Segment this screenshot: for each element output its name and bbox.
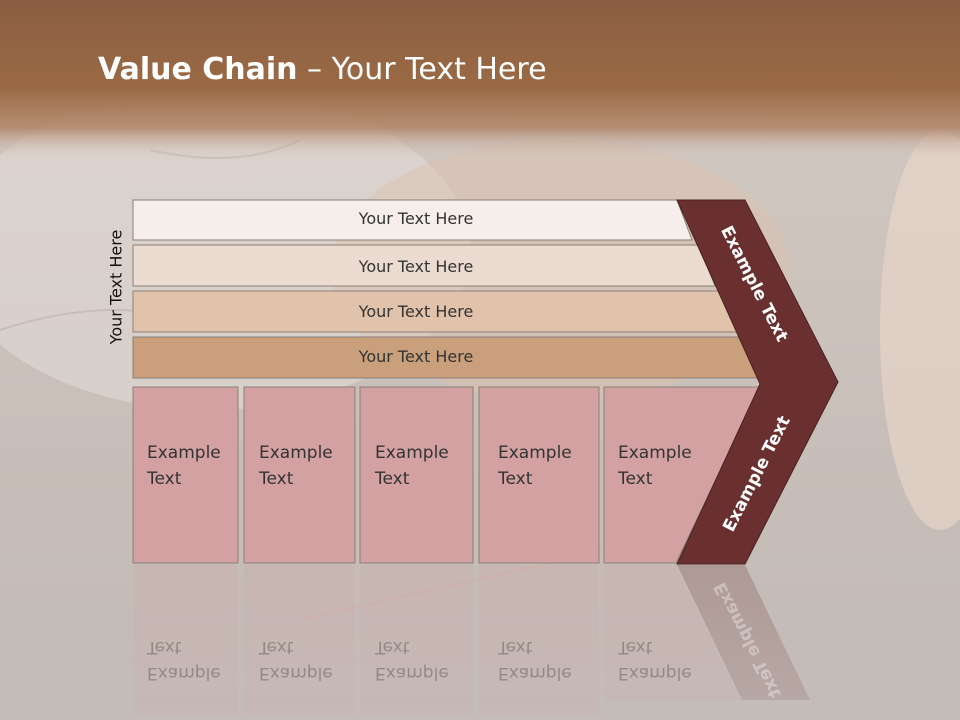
reflection-fade [0,565,960,720]
header-band [0,0,960,160]
bar-4-label: Your Text Here [358,347,474,366]
side-label: Your Text Here [106,229,126,345]
bar-2-label: Your Text Here [358,257,474,276]
chevron-shape [676,199,839,565]
box-1 [132,386,239,564]
bars-group [132,199,764,379]
bar-3-label: Your Text Here [358,302,474,321]
bar-1 [132,199,693,241]
box-2 [243,386,356,564]
bar-2 [132,244,716,287]
box-4 [478,386,600,564]
box-5 [603,386,761,564]
title-bold: Value Chain [98,52,298,87]
slide-title: Value Chain – Your Text Here [98,52,547,87]
box-3 [359,386,474,564]
boxes-group [132,386,761,564]
bar-1-label: Your Text Here [358,209,474,228]
title-rest: – Your Text Here [297,52,547,87]
